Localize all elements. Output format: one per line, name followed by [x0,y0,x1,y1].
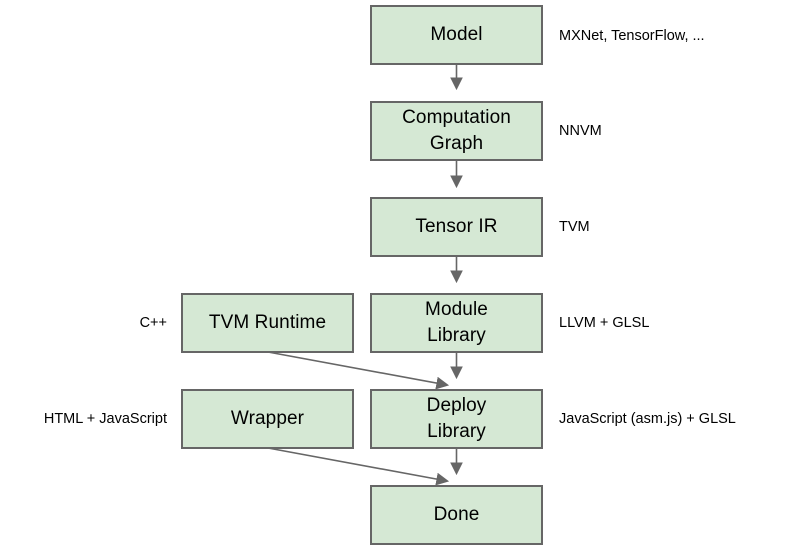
node-model[interactable]: Model [370,5,543,65]
annotation-tvm-runtime-text: C++ [139,315,167,331]
annotation-tensor-ir-text: TVM [559,219,590,235]
node-tensor-ir[interactable]: Tensor IR [370,197,543,257]
annotation-computation-graph: NNVM [559,122,602,140]
annotation-tvm-runtime: C++ [0,314,167,332]
annotation-tensor-ir: TVM [559,218,590,236]
node-tvm-runtime-label: TVM Runtime [208,312,327,333]
annotation-wrapper-text: HTML + JavaScript [43,411,167,427]
annotation-deploy-library: JavaScript (asm.js) + GLSL [559,410,736,428]
node-tensor-ir-label: Tensor IR [415,216,498,237]
node-model-label: Model [430,24,483,45]
edge-tvm-runtime-to-deploy-library [267,351,450,390]
annotation-wrapper: HTML + JavaScript [0,410,167,428]
node-wrapper-label: Wrapper [230,408,305,429]
node-done-label: Done [433,504,480,525]
annotation-model-text: MXNet, TensorFlow, ... [559,28,705,44]
annotation-model: MXNet, TensorFlow, ... [559,27,705,45]
node-tvm-runtime[interactable]: TVM Runtime [181,293,354,353]
node-deploy-library[interactable]: Deploy Library [370,389,543,449]
annotation-module-library-text: LLVM + GLSL [559,315,650,331]
edge-wrapper-to-done [267,447,450,486]
node-module-library[interactable]: Module Library [370,293,543,353]
node-module-library-label: Module Library [425,299,488,346]
annotation-deploy-library-text: JavaScript (asm.js) + GLSL [559,411,736,427]
annotation-module-library: LLVM + GLSL [559,314,649,332]
node-done[interactable]: Done [370,485,543,545]
node-wrapper[interactable]: Wrapper [181,389,354,449]
annotation-computation-graph-text: NNVM [559,123,602,139]
node-deploy-library-label: Deploy Library [426,395,487,442]
node-computation-graph-label: Computation Graph [402,107,511,154]
node-computation-graph[interactable]: Computation Graph [370,101,543,161]
